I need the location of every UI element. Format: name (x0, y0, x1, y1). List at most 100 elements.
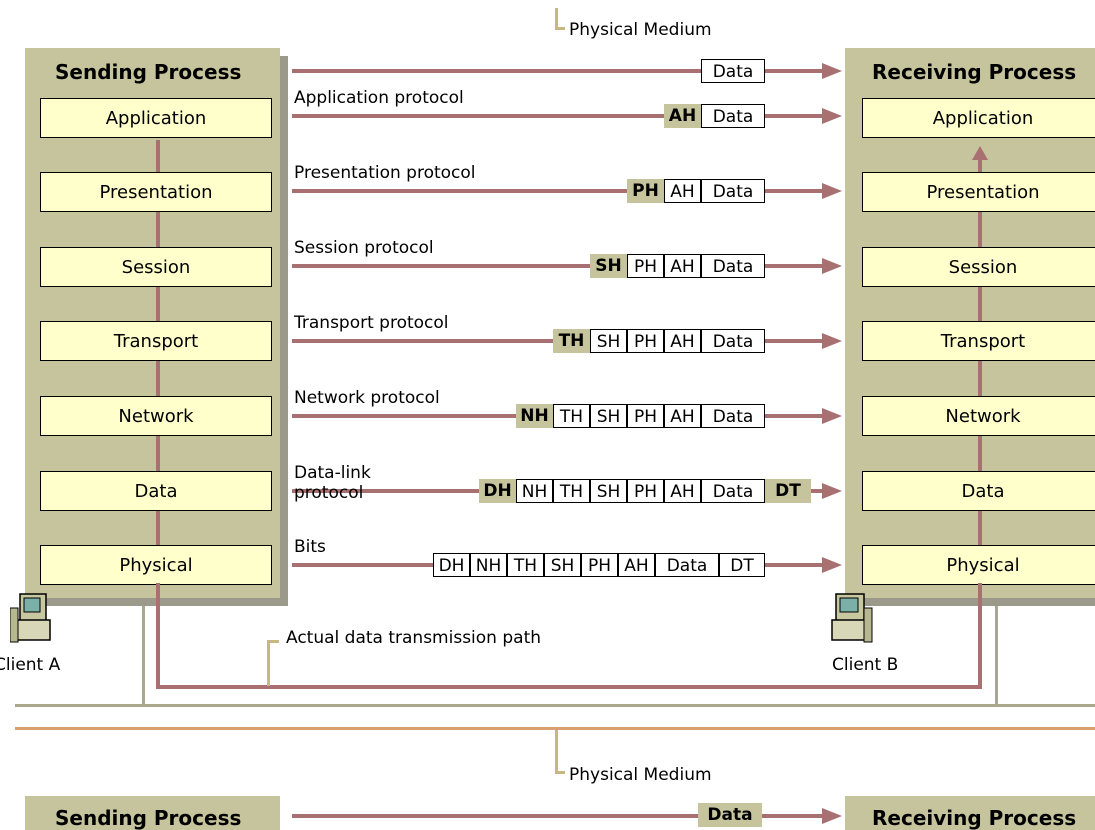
protocol-label-3: Session protocol (294, 238, 434, 258)
protocol-arrowhead-0 (822, 63, 842, 79)
header-th-row-5: TH (553, 404, 590, 428)
header-dt-row-7: DT (719, 553, 765, 577)
header-data-row-0: Data (701, 59, 765, 83)
header-ah-row-6: AH (664, 479, 701, 503)
header-sh-row-6: SH (590, 479, 627, 503)
header-data-row-6: Data (701, 479, 765, 503)
separator-line (15, 727, 1095, 730)
header-ah-row-7: AH (618, 553, 655, 577)
header-ph-row-4: PH (627, 329, 664, 353)
medium-tick-top (555, 8, 558, 30)
bottom-data-header: Data (698, 803, 762, 827)
path-right-up (978, 583, 982, 689)
protocol-arrowhead-6 (822, 483, 842, 499)
receiving-layer-network: Network (862, 396, 1095, 436)
protocol-line-3 (292, 264, 822, 268)
sending-layer-session: Session (40, 247, 272, 287)
sending-layer-data: Data (40, 471, 272, 511)
frame-bottom-line (15, 704, 1095, 707)
header-th-row-6: TH (553, 479, 590, 503)
header-nh-row-5: NH (516, 404, 553, 428)
sending-layer-network: Network (40, 396, 272, 436)
header-sh-row-7: SH (544, 553, 581, 577)
sending-process-title: Sending Process (55, 60, 242, 84)
receiving-layer-transport: Transport (862, 321, 1095, 361)
header-dh-row-6: DH (479, 479, 516, 503)
protocol-label-5: Network protocol (294, 388, 440, 408)
header-sh-row-3: SH (590, 254, 627, 278)
receiving-process-title: Receiving Process (872, 60, 1077, 84)
header-ph-row-3: PH (627, 254, 664, 278)
bottom-data-line (292, 814, 822, 818)
path-label-tick-foot (267, 640, 279, 643)
sending-layer-presentation: Presentation (40, 172, 272, 212)
path-left-down (156, 583, 160, 689)
header-ph-row-6: PH (627, 479, 664, 503)
top-medium-label: Physical Medium (569, 20, 712, 40)
protocol-line-0 (292, 69, 822, 73)
bottom-sending-panel (25, 796, 280, 830)
header-ah-row-2: AH (664, 179, 701, 203)
protocol-arrowhead-3 (822, 258, 842, 274)
header-ah-row-1: AH (664, 104, 701, 128)
protocol-arrowhead-2 (822, 183, 842, 199)
header-th-row-7: TH (507, 553, 544, 577)
protocol-arrowhead-1 (822, 108, 842, 124)
header-data-row-5: Data (701, 404, 765, 428)
protocol-line-1 (292, 114, 822, 118)
header-sh-row-4: SH (590, 329, 627, 353)
frame-right-vertical (995, 590, 998, 705)
path-label: Actual data transmission path (286, 628, 542, 648)
protocol-label-2: Presentation protocol (294, 163, 476, 183)
protocol-line-2 (292, 189, 822, 193)
header-ph-row-5: PH (627, 404, 664, 428)
receiving-layer-presentation: Presentation (862, 172, 1095, 212)
protocol-arrowhead-5 (822, 408, 842, 424)
header-ph-row-2: PH (627, 179, 664, 203)
sending-layer-application: Application (40, 98, 272, 138)
protocol-label-6: Data-link protocol (294, 463, 371, 503)
protocol-label-7: Bits (294, 537, 326, 557)
sending-layer-transport: Transport (40, 321, 272, 361)
frame-left-vertical (142, 590, 145, 705)
protocol-arrowhead-4 (822, 333, 842, 349)
sending-layer-physical: Physical (40, 545, 272, 585)
client-a-computer-icon (10, 593, 51, 643)
client-b-label: Client B (832, 655, 899, 675)
header-data-row-7: Data (655, 553, 719, 577)
header-ah-row-3: AH (664, 254, 701, 278)
header-data-row-1: Data (701, 104, 765, 128)
medium-tick-top-foot (555, 27, 565, 30)
header-ah-row-4: AH (664, 329, 701, 353)
receiving-layer-physical: Physical (862, 545, 1095, 585)
path-bottom (156, 685, 982, 689)
receiving-up-arrowhead (972, 146, 988, 160)
header-th-row-4: TH (553, 329, 590, 353)
client-a-label: Client A (0, 655, 61, 675)
header-data-row-2: Data (701, 179, 765, 203)
trailer-dt-row-6: DT (765, 479, 811, 503)
bottom-sending-title: Sending Process (55, 806, 242, 830)
receiving-layer-application: Application (862, 98, 1095, 138)
header-nh-row-7: NH (470, 553, 507, 577)
header-dh-row-7: DH (433, 553, 470, 577)
header-data-row-3: Data (701, 254, 765, 278)
bottom-receiving-panel (845, 796, 1095, 830)
receiving-layer-data: Data (862, 471, 1095, 511)
bottom-receiving-title: Receiving Process (872, 806, 1077, 830)
path-label-tick (267, 640, 270, 686)
bottom-medium-label: Physical Medium (569, 765, 712, 785)
header-ah-row-5: AH (664, 404, 701, 428)
medium-tick-bottom (555, 730, 558, 774)
receiving-layer-session: Session (862, 247, 1095, 287)
protocol-label-1: Application protocol (294, 88, 464, 108)
header-nh-row-6: NH (516, 479, 553, 503)
client-b-computer-icon (831, 593, 873, 643)
bottom-data-arrowhead (822, 808, 842, 824)
header-data-row-4: Data (701, 329, 765, 353)
protocol-label-4: Transport protocol (294, 313, 449, 333)
header-sh-row-5: SH (590, 404, 627, 428)
protocol-arrowhead-7 (822, 557, 842, 573)
medium-tick-bottom-foot (555, 771, 565, 774)
